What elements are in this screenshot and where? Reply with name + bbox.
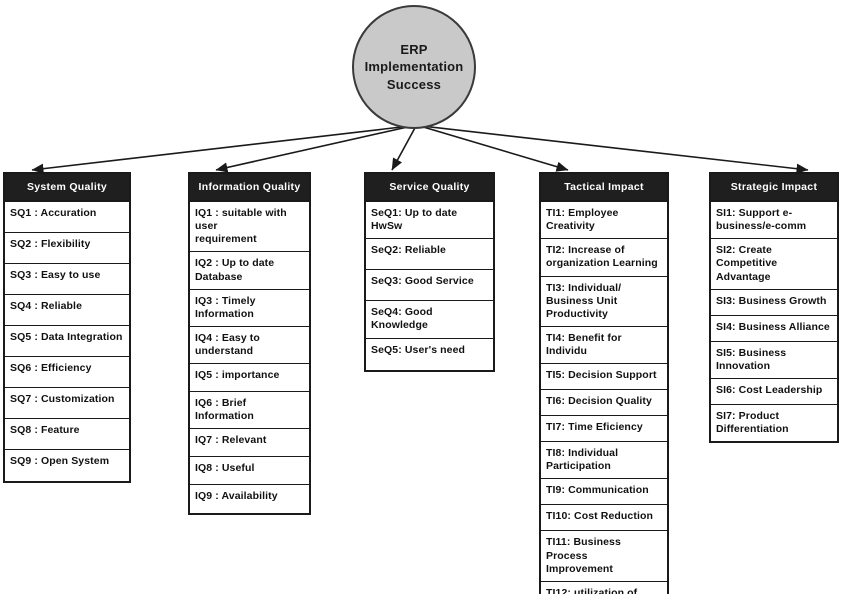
list-item: SI1: Support e- business/e-comm (711, 202, 837, 240)
column-header-tactical-impact: Tactical Impact (541, 174, 667, 202)
list-item: TI6: Decision Quality (541, 390, 667, 417)
column-tactical-impact: Tactical Impact TI1: Employee Creativity… (539, 172, 669, 594)
list-item: SeQ3: Good Service (366, 270, 493, 302)
list-item: SQ5 : Data Integration (5, 326, 129, 357)
column-body-tactical-impact: TI1: Employee Creativity TI2: Increase o… (541, 202, 667, 594)
arrow-to-system-quality (31, 125, 411, 174)
list-item: TI5: Decision Support (541, 364, 667, 391)
column-body-service-quality: SeQ1: Up to date HwSw SeQ2: Reliable SeQ… (366, 202, 493, 370)
list-item: SI5: Business Innovation (711, 342, 837, 379)
list-item: SeQ5: User's need (371, 343, 466, 356)
central-node-erp-implementation-success: ERP Implementation Success (352, 5, 476, 129)
list-item: IQ8 : Useful (190, 457, 309, 486)
list-item: TI1: Employee Creativity (541, 202, 667, 240)
column-header-strategic-impact: Strategic Impact (711, 174, 837, 202)
list-item: TI9: Communication (541, 479, 667, 506)
column-header-system-quality: System Quality (5, 174, 129, 202)
list-item: IQ9 : Availability (195, 490, 278, 503)
list-item: TI11: Business Process Improvement (541, 531, 667, 582)
list-item: IQ7 : Relevant (190, 429, 309, 458)
list-item: IQ3 : Timely Information (190, 290, 309, 327)
column-body-system-quality: SQ1 : Accuration SQ2 : Flexibility SQ3 :… (5, 202, 129, 481)
column-header-information-quality: Information Quality (190, 174, 309, 202)
arrow-to-information-quality (215, 125, 413, 173)
column-system-quality: System Quality SQ1 : Accuration SQ2 : Fl… (3, 172, 131, 483)
list-item: SQ9 : Open System (10, 455, 110, 467)
list-item: SI2: Create Competitive Advantage (711, 239, 837, 290)
list-item: SI4: Business Alliance (711, 316, 837, 342)
arrow-to-strategic-impact (421, 125, 809, 174)
list-item: IQ5 : importance (190, 364, 309, 393)
list-item: SQ4 : Reliable (5, 295, 129, 326)
list-item: SQ7 : Customization (5, 388, 129, 419)
list-item: SeQ2: Reliable (366, 239, 493, 271)
list-item: TI7: Time Eficiency (541, 416, 667, 443)
list-item: TI4: Benefit for Individu (541, 327, 667, 365)
list-item: SI7: Product Differentiation (716, 409, 789, 435)
list-item: IQ4 : Easy to understand (190, 327, 309, 365)
list-item: SI3: Business Growth (711, 290, 837, 316)
list-item: TI10: Cost Reduction (541, 505, 667, 532)
list-item: SQ6 : Efficiency (5, 357, 129, 388)
list-item: SQ1 : Accuration (5, 202, 129, 233)
list-item: IQ6 : Brief Information (190, 392, 309, 430)
list-item: SQ8 : Feature (5, 419, 129, 450)
list-item: SI6: Cost Leadership (711, 379, 837, 405)
list-item: SQ3 : Easy to use (5, 264, 129, 295)
column-header-service-quality: Service Quality (366, 174, 493, 202)
list-item: SQ2 : Flexibility (5, 233, 129, 264)
arrow-to-tactical-impact (419, 125, 569, 172)
list-item: TI12: utilization of Data Resources (541, 582, 667, 594)
column-strategic-impact: Strategic Impact SI1: Support e- busines… (709, 172, 839, 444)
list-item: SeQ4: Good Knowledge (366, 301, 493, 339)
column-information-quality: Information Quality IQ1 : suitable with … (188, 172, 311, 516)
list-item: TI3: Individual/ Business Unit Productiv… (541, 277, 667, 327)
column-service-quality: Service Quality SeQ1: Up to date HwSw Se… (364, 172, 495, 372)
column-body-strategic-impact: SI1: Support e- business/e-comm SI2: Cre… (711, 202, 837, 441)
column-body-information-quality: IQ1 : suitable with user requirement IQ2… (190, 202, 309, 513)
central-node-label: ERP Implementation Success (364, 41, 464, 92)
list-item: IQ1 : suitable with user requirement (190, 202, 309, 253)
list-item: TI2: Increase of organization Learning (541, 239, 667, 277)
list-item: IQ2 : Up to date Database (190, 252, 309, 290)
list-item: SeQ1: Up to date HwSw (366, 202, 493, 240)
arrow-to-service-quality (391, 125, 417, 171)
list-item: TI8: Individual Participation (541, 442, 667, 480)
